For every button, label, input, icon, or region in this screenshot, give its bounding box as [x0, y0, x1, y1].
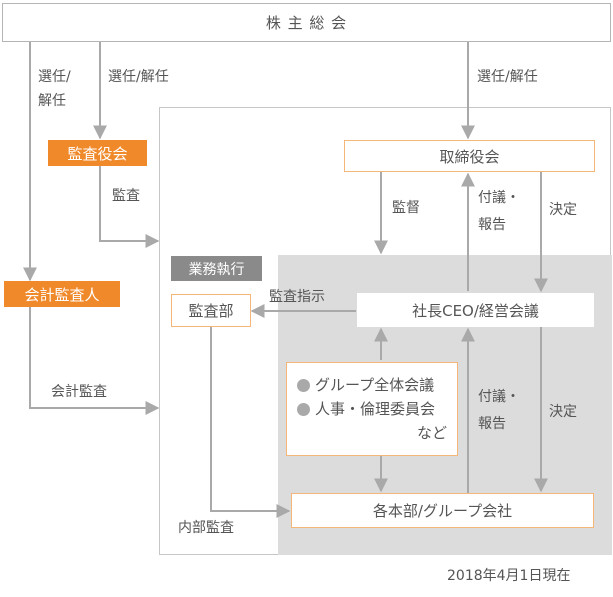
ceo-meeting-node: 社長CEO/経営会議	[357, 293, 594, 327]
board-node: 取締役会	[344, 140, 595, 172]
arrow-audit-board-to-frame	[99, 166, 160, 248]
as-of-date: 2018年4月1日現在	[447, 568, 571, 584]
audit-label: 監査	[112, 188, 140, 204]
submit-report-2-label-b: 報告	[478, 416, 506, 432]
submit-report-2-label-a: 付議・	[478, 389, 520, 405]
committees-etc: など	[416, 424, 447, 442]
accounting-auditor-node: 会計監査人	[4, 281, 120, 307]
decision-2-label: 決定	[549, 404, 577, 420]
supervision-label: 監督	[392, 200, 420, 216]
elect-board-label: 選任/解任	[477, 69, 538, 85]
accounting-audit-label: 会計監査	[51, 384, 107, 400]
bullet-icon	[297, 402, 310, 416]
shareholders-meeting-node: 株 主 総 会	[2, 3, 611, 42]
business-execution-label: 業務執行	[171, 256, 262, 281]
audit-dept-node: 監査部	[171, 294, 251, 327]
elect-left-label-1: 選任/	[38, 69, 71, 85]
committee-item-2: 人事・倫理委員会	[297, 397, 435, 421]
elect-audit-board-label: 選任/解任	[108, 69, 169, 85]
committee-item-1-label: グループ全体会議	[315, 376, 435, 394]
arrow-accounting-auditor-to-frame	[29, 306, 160, 415]
arrow-audit-dept-to-divisions	[210, 327, 291, 518]
divisions-node: 各本部/グループ会社	[291, 493, 594, 528]
internal-audit-label: 内部監査	[178, 520, 234, 536]
audit-board-node: 監査役会	[48, 140, 147, 166]
committee-item-1: グループ全体会議	[297, 373, 434, 397]
audit-instruction-label: 監査指示	[269, 289, 325, 305]
decision-1-label: 決定	[549, 202, 577, 218]
committees-node: グループ全体会議 人事・倫理委員会 など	[286, 362, 458, 456]
bullet-icon	[297, 378, 310, 392]
submit-report-1-label-a: 付議・	[478, 190, 520, 206]
elect-left-label-2: 解任	[38, 93, 66, 109]
committee-item-2-label: 人事・倫理委員会	[315, 400, 436, 418]
submit-report-1-label-b: 報告	[478, 217, 506, 233]
